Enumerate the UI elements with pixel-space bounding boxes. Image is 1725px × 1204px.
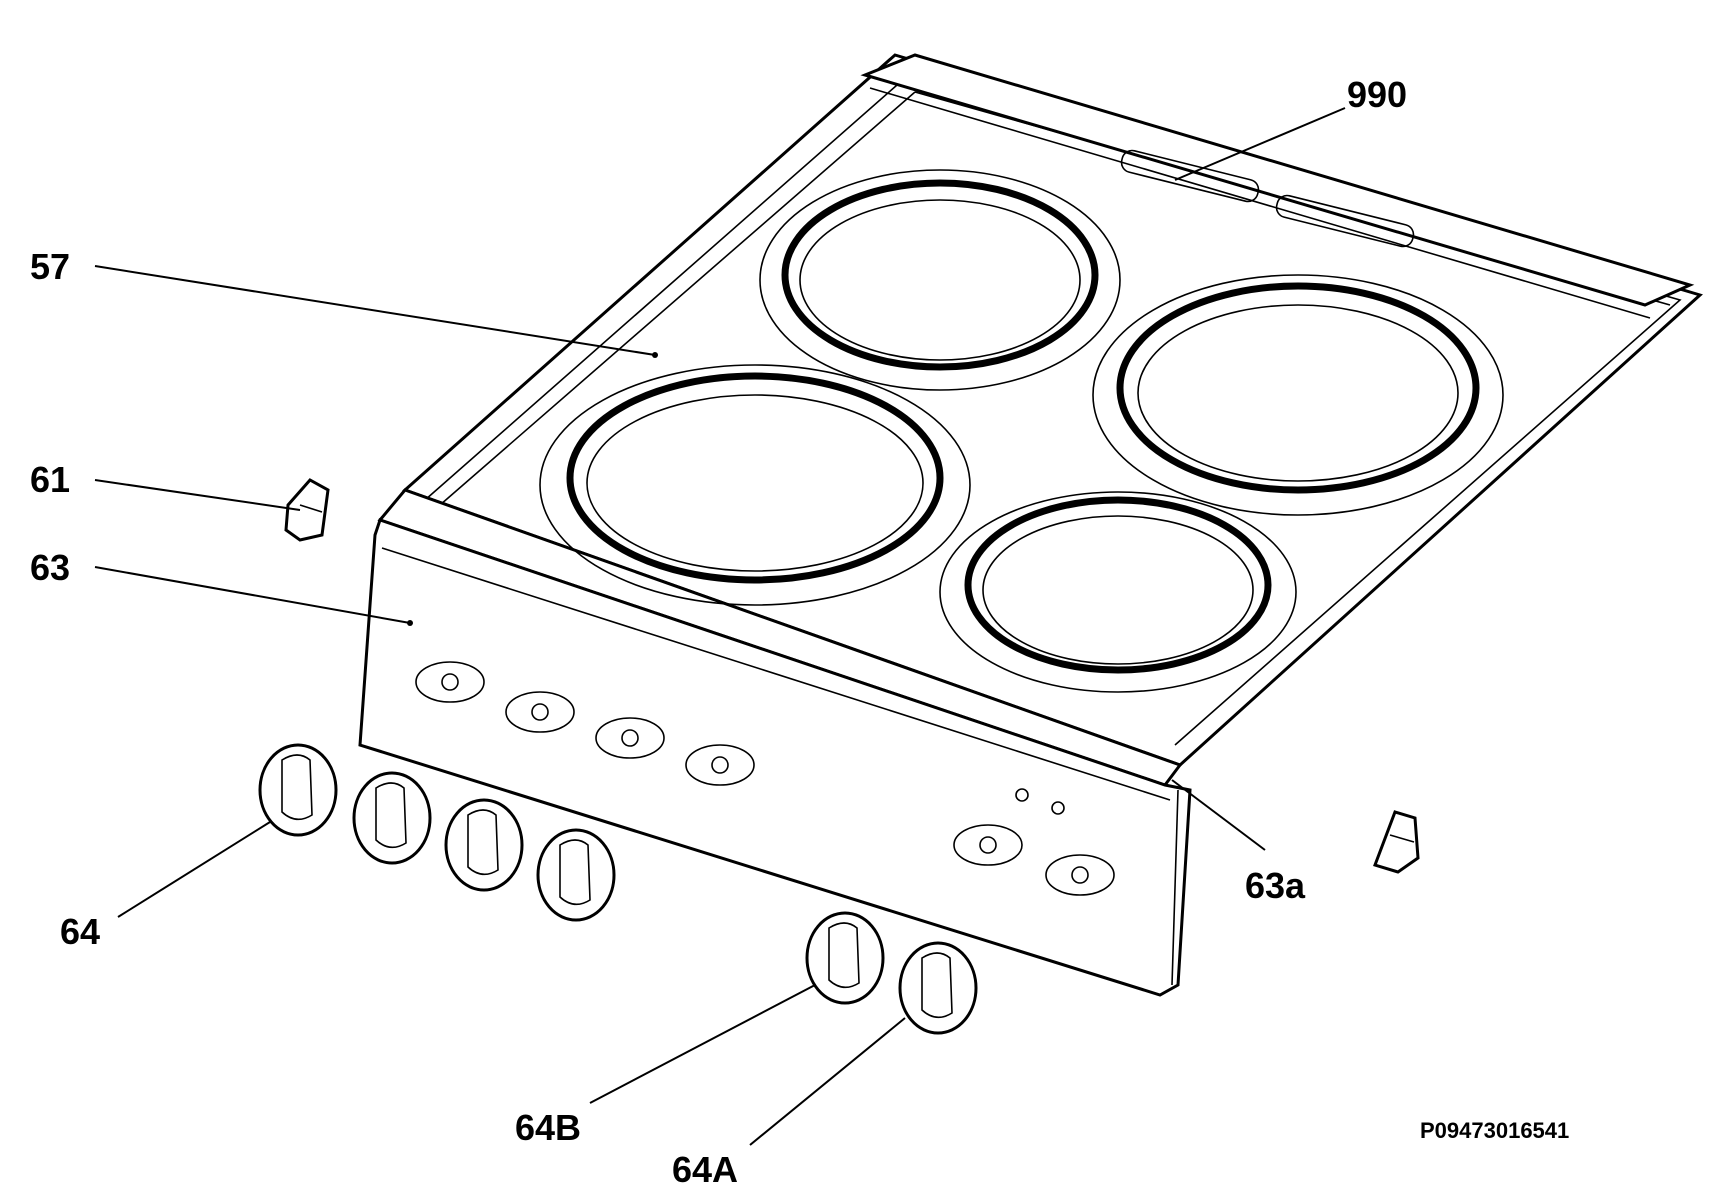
- control-knob: [352, 771, 432, 865]
- control-knob: [536, 828, 616, 922]
- label-990: 990: [1347, 74, 1407, 115]
- hotplate-front-left: [539, 364, 971, 606]
- leader-lines: [94, 107, 1346, 1146]
- control-knob-64a: [898, 941, 978, 1035]
- label-57: 57: [30, 246, 70, 287]
- hotplate-front-right: [939, 491, 1297, 693]
- label-64b: 64B: [515, 1107, 581, 1148]
- indicator-lamp: [1015, 788, 1065, 815]
- hotplate-rear-left: [759, 169, 1121, 391]
- label-64: 64: [60, 911, 100, 952]
- panel-knob-socket: [415, 661, 1115, 896]
- reference-code: P09473016541: [1420, 1118, 1569, 1143]
- label-63a: 63a: [1245, 865, 1306, 906]
- label-64a: 64A: [672, 1149, 738, 1190]
- label-63: 63: [30, 547, 70, 588]
- hob-top-panel: [377, 53, 1703, 787]
- control-knob: [258, 743, 338, 837]
- rear-vent: [1120, 149, 1415, 248]
- hotplate-rear-right: [1092, 274, 1504, 516]
- control-panel: [358, 518, 1192, 997]
- control-knob-64b: [805, 911, 885, 1005]
- control-knob-row: [258, 743, 616, 922]
- label-61: 61: [30, 459, 70, 500]
- control-knob: [444, 798, 524, 892]
- fixing-clip-right: [1373, 810, 1420, 874]
- fixing-clip-left: [284, 478, 330, 542]
